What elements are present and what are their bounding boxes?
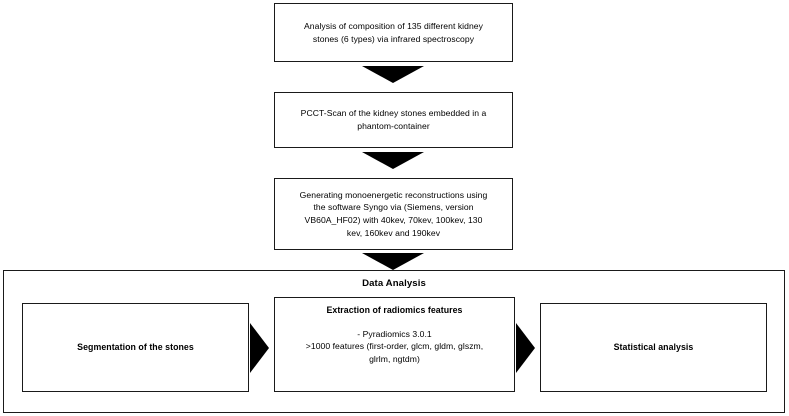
data-analysis-title: Data Analysis: [362, 278, 426, 289]
step-box-text: Analysis of composition of 135 different…: [304, 20, 483, 44]
analysis-box-extraction: Extraction of radiomics features - Pyrad…: [274, 297, 515, 392]
analysis-box-segmentation: Segmentation of the stones: [22, 303, 249, 392]
step-box-text: Generating monoenergetic reconstructions…: [299, 189, 488, 238]
step-box-infrared-spectroscopy: Analysis of composition of 135 different…: [274, 3, 513, 62]
step-box-monoenergetic-reconstructions: Generating monoenergetic reconstructions…: [274, 178, 513, 250]
analysis-box-title: Statistical analysis: [613, 342, 694, 353]
analysis-box-title: Segmentation of the stones: [77, 342, 194, 353]
down-arrow-icon: [362, 66, 424, 83]
analysis-box-title: Extraction of radiomics features: [326, 305, 463, 315]
analysis-box-body: - Pyradiomics 3.0.1 >1000 features (firs…: [305, 328, 484, 364]
analysis-box-statistics: Statistical analysis: [540, 303, 767, 392]
down-arrow-icon: [362, 253, 424, 270]
down-arrow-icon: [362, 152, 424, 169]
right-arrow-icon: [516, 323, 535, 373]
step-box-pcct-scan: PCCT-Scan of the kidney stones embedded …: [274, 92, 513, 148]
right-arrow-icon: [250, 323, 269, 373]
step-box-text: PCCT-Scan of the kidney stones embedded …: [300, 108, 487, 131]
